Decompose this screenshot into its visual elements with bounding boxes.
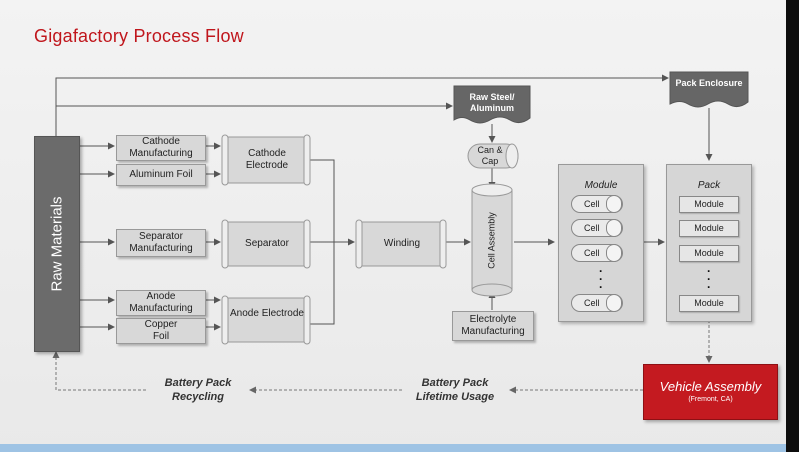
cell-item: Cell <box>571 195 623 213</box>
top-line-to-pack <box>55 74 669 136</box>
dashed-recycling-to-raw <box>52 351 146 391</box>
electrolyte-label: Electrolyte Manufacturing <box>461 314 525 337</box>
module-panel-title: Module <box>584 180 618 191</box>
winding-label: Winding <box>383 238 421 249</box>
vehicle-assembly-title: Vehicle Assembly <box>659 379 762 394</box>
banner-shape-enclosure <box>669 71 749 108</box>
copper-foil-box: Copper Foil <box>116 318 206 344</box>
raw-materials-block: Raw Materials <box>34 136 80 352</box>
cathode-electrode-label: Cathode Electrode <box>245 148 289 171</box>
pack-panel-title: Pack <box>697 180 721 191</box>
raw-materials-label: Raw Materials <box>48 196 66 292</box>
separator-manufacturing-label: Separator Manufacturing <box>129 231 193 254</box>
copper-foil-label: Copper Foil <box>144 319 178 342</box>
window-edge <box>786 0 799 452</box>
cell-cap-icon <box>606 219 622 237</box>
pack-enclosure-label: Pack Enclosure <box>675 78 743 88</box>
vehicle-assembly-box: Vehicle Assembly (Fremont, CA) <box>643 364 778 420</box>
aluminum-foil-label: Aluminum Foil <box>129 169 193 180</box>
cathode-manufacturing-box: Cathode Manufacturing <box>116 135 206 161</box>
can-cap-label: Can & Cap <box>477 145 503 166</box>
separator-label: Separator <box>245 238 289 249</box>
cell-item: Cell <box>571 294 623 312</box>
scroll-shape-anode <box>225 297 307 343</box>
banner-shape-steel <box>453 85 531 124</box>
vehicle-assembly-location: (Fremont, CA) <box>688 396 733 403</box>
can-cap-shape <box>467 143 519 169</box>
electrolyte-manufacturing-box: Electrolyte Manufacturing <box>452 311 534 341</box>
cell-item: Cell <box>571 219 623 237</box>
cell-item: Cell <box>571 244 623 262</box>
module-item: Module <box>679 196 739 213</box>
aluminum-foil-box: Aluminum Foil <box>116 164 206 186</box>
cathode-manufacturing-label: Cathode Manufacturing <box>129 136 193 159</box>
cell-cap-icon <box>606 294 622 312</box>
cell-cap-icon <box>606 195 622 213</box>
anode-electrode-label: Anode Electrode <box>230 308 304 319</box>
ellipsis-icon: ··· <box>599 264 603 294</box>
pack-panel: Pack Module Module Module ··· Module <box>666 164 752 322</box>
recycling-label: Battery Pack Recycling <box>164 377 232 403</box>
raw-steel-label: Raw Steel/ Aluminum <box>469 92 515 113</box>
module-item: Module <box>679 245 739 262</box>
bottom-accent-bar <box>0 444 786 452</box>
lifetime-usage-label: Battery Pack Lifetime Usage <box>415 377 495 403</box>
cell-cap-icon <box>606 244 622 262</box>
module-panel: Module Cell Cell Cell ··· Cell <box>558 164 644 322</box>
anode-manufacturing-label: Anode Manufacturing <box>129 291 193 314</box>
page-title: Gigafactory Process Flow <box>34 26 244 46</box>
module-item: Module <box>679 220 739 237</box>
module-item: Module <box>679 295 739 312</box>
separator-manufacturing-box: Separator Manufacturing <box>116 229 206 257</box>
cell-assembly-label: Cell Assembly <box>486 212 497 269</box>
ellipsis-icon: ··· <box>707 264 711 294</box>
anode-manufacturing-box: Anode Manufacturing <box>116 290 206 316</box>
cell-assembly-shape <box>471 183 513 297</box>
